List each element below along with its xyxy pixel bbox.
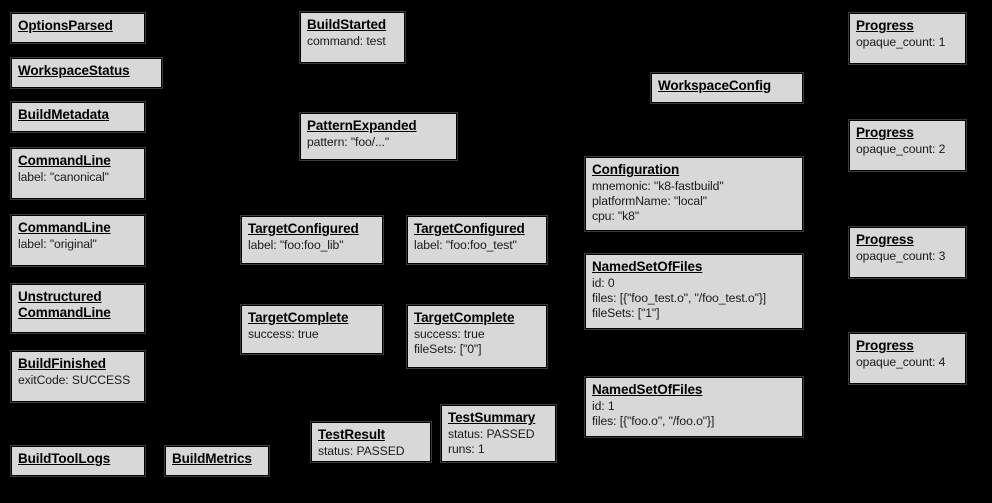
node-attribute: status: PASSED (318, 444, 405, 458)
node-attribute: label: "canonical" (18, 170, 109, 184)
node-attribute: id: 0 (592, 276, 615, 290)
node-attributes: label: "foo:foo_test" (414, 238, 540, 253)
node-progress-3[interactable]: Progress opaque_count: 3 (849, 227, 966, 278)
node-title: Configuration (592, 162, 680, 177)
node-title: TestSummary (448, 410, 536, 425)
node-build-started[interactable]: BuildStarted command: test (300, 12, 405, 63)
node-build-finished[interactable]: BuildFinished exitCode: SUCCESS (11, 351, 145, 402)
node-title: NamedSetOfFiles (592, 259, 703, 274)
node-title: Progress (856, 18, 914, 33)
node-attribute: opaque_count: 3 (856, 249, 946, 263)
node-attributes: pattern: "foo/..." (307, 135, 450, 150)
node-options-parsed[interactable]: OptionsParsed (11, 13, 145, 43)
node-build-metadata[interactable]: BuildMetadata (11, 102, 145, 132)
node-attribute: files: [{"foo.o", "/foo.o"}] (592, 414, 715, 428)
node-command-line-canonical[interactable]: CommandLine label: "canonical" (11, 148, 145, 199)
node-title: Unstructured CommandLine (18, 289, 111, 320)
node-command-line-original[interactable]: CommandLine label: "original" (11, 215, 145, 266)
node-attribute: success: true (414, 327, 485, 341)
node-attribute: command: test (307, 34, 386, 48)
node-title: BuildToolLogs (18, 451, 111, 466)
node-title: Progress (856, 125, 914, 140)
node-title: BuildFinished (18, 356, 106, 371)
node-pattern-expanded[interactable]: PatternExpanded pattern: "foo/..." (300, 113, 457, 160)
node-attributes: command: test (307, 34, 398, 49)
node-attribute: opaque_count: 2 (856, 142, 946, 156)
node-unstructured-command-line[interactable]: Unstructured CommandLine (11, 284, 145, 333)
node-title: BuildStarted (307, 17, 387, 32)
node-attribute: label: "foo:foo_lib" (248, 238, 344, 252)
node-test-result[interactable]: TestResult status: PASSED (311, 422, 431, 462)
node-attributes: opaque_count: 2 (856, 142, 959, 157)
node-target-configured-foo-test[interactable]: TargetConfigured label: "foo:foo_test" (407, 216, 547, 264)
node-configuration[interactable]: Configuration mnemonic: "k8-fastbuild"pla… (585, 157, 803, 231)
node-title: CommandLine (18, 220, 111, 235)
node-attributes: success: true (248, 327, 376, 342)
node-workspace-status[interactable]: WorkspaceStatus (11, 58, 162, 88)
node-attribute: success: true (248, 327, 319, 341)
node-attribute: pattern: "foo/..." (307, 135, 390, 149)
node-attribute: label: "foo:foo_test" (414, 238, 517, 252)
node-target-complete-lib[interactable]: TargetComplete success: true (241, 305, 383, 354)
node-attributes: mnemonic: "k8-fastbuild"platformName: "l… (592, 179, 796, 224)
node-title: NamedSetOfFiles (592, 382, 703, 397)
node-attribute: id: 1 (592, 399, 615, 413)
node-attributes: opaque_count: 3 (856, 249, 959, 264)
node-attribute: label: "original" (18, 237, 97, 251)
node-attribute: opaque_count: 4 (856, 355, 946, 369)
node-attributes: exitCode: SUCCESS (18, 373, 138, 388)
node-title: WorkspaceConfig (658, 78, 772, 93)
node-build-tool-logs[interactable]: BuildToolLogs (11, 446, 145, 476)
node-attribute: status: PASSED (448, 427, 535, 441)
node-title: WorkspaceStatus (18, 63, 130, 78)
node-attributes: label: "foo:foo_lib" (248, 238, 376, 253)
node-attributes: label: "original" (18, 237, 138, 252)
node-attribute: files: [{"foo_test.o", "/foo_test.o"}] (592, 291, 767, 305)
node-title: BuildMetrics (172, 451, 252, 466)
node-title: TargetComplete (414, 310, 515, 325)
node-workspace-config[interactable]: WorkspaceConfig (651, 73, 803, 103)
node-title: TargetComplete (248, 310, 349, 325)
node-progress-2[interactable]: Progress opaque_count: 2 (849, 120, 966, 171)
node-attribute: mnemonic: "k8-fastbuild" (592, 179, 724, 193)
node-attribute: fileSets: ["1"] (592, 306, 660, 320)
node-title: TargetConfigured (414, 221, 525, 236)
node-attribute: exitCode: SUCCESS (18, 373, 131, 387)
node-title: TestResult (318, 427, 386, 442)
node-attribute: runs: 1 (448, 442, 485, 456)
node-attribute: opaque_count: 1 (856, 35, 946, 49)
node-attributes: opaque_count: 4 (856, 355, 959, 370)
node-progress-4[interactable]: Progress opaque_count: 4 (849, 333, 966, 384)
node-title: TargetConfigured (248, 221, 359, 236)
node-attributes: status: PASSED (318, 444, 424, 459)
node-title: CommandLine (18, 153, 111, 168)
node-title: Progress (856, 232, 914, 247)
node-progress-1[interactable]: Progress opaque_count: 1 (849, 13, 966, 64)
node-title: PatternExpanded (307, 118, 417, 133)
node-attributes: opaque_count: 1 (856, 35, 959, 50)
node-attribute: platformName: "local" (592, 194, 707, 208)
node-attribute: cpu: "k8" (592, 209, 640, 223)
node-target-configured-foo-lib[interactable]: TargetConfigured label: "foo:foo_lib" (241, 216, 383, 264)
node-attributes: label: "canonical" (18, 170, 138, 185)
node-attribute: fileSets: ["0"] (414, 342, 482, 356)
node-title: OptionsParsed (18, 18, 113, 33)
node-title: Progress (856, 338, 914, 353)
node-build-metrics[interactable]: BuildMetrics (165, 446, 269, 476)
node-title: BuildMetadata (18, 107, 109, 122)
